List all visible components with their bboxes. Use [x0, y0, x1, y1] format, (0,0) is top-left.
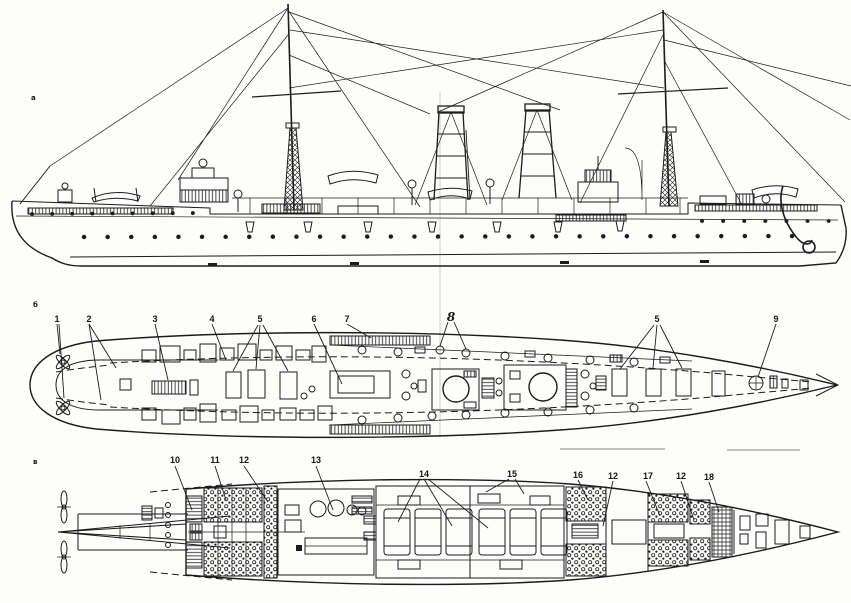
deck-plan-view	[29, 92, 840, 439]
winch-side-box	[189, 379, 199, 396]
porthole-row-main	[81, 233, 815, 240]
view-marker-b: б	[33, 301, 38, 309]
deckhouse	[329, 370, 391, 399]
skylight-group-aft	[225, 369, 316, 400]
hold-plan-view	[57, 448, 841, 586]
fittings-aft-of-casing	[580, 369, 607, 401]
ventilator-cowls	[233, 178, 495, 212]
forecastle-railing	[694, 204, 818, 212]
anchor	[780, 185, 816, 254]
fore-mast	[617, 9, 729, 207]
hull-plating-line	[69, 251, 837, 258]
side-elevation-view	[11, 3, 851, 267]
stern-gaff	[19, 165, 51, 205]
hull-outline	[11, 200, 847, 267]
boiler-room-winches	[481, 377, 503, 399]
forecastle-gear	[57, 182, 771, 215]
callout-7: 7	[344, 314, 349, 324]
hull-plating-marks	[208, 260, 709, 266]
chart-house	[577, 156, 619, 203]
forward-coal-bunker-1	[565, 486, 607, 577]
callout-14: 14	[419, 469, 429, 479]
callout-17: 17	[643, 471, 653, 481]
callout-5: 5	[257, 314, 262, 324]
aft-bridge	[179, 158, 229, 203]
deck-hatch-small	[119, 378, 132, 391]
callout-1: 1	[54, 314, 59, 324]
engine-room	[188, 488, 375, 576]
port-propeller	[57, 490, 71, 524]
capstan-winch	[151, 380, 187, 395]
callout-12: 12	[239, 455, 249, 465]
callout-10: 10	[170, 455, 180, 465]
aft-funnel-casing	[431, 368, 480, 411]
midship-fittings	[401, 369, 427, 401]
deck-outline	[29, 331, 838, 439]
aft-funnel	[414, 105, 488, 206]
davit-marks	[245, 220, 625, 233]
callout-3: 3	[152, 314, 157, 324]
bow-compartments	[733, 510, 839, 554]
callout-12b: 12	[608, 471, 618, 481]
starboard-propeller	[57, 540, 71, 574]
rigging-lines	[49, 7, 851, 208]
poop-railing	[27, 207, 174, 215]
cabin-row-top	[141, 343, 327, 363]
sheer-rail-line	[11, 200, 842, 215]
deck-plan-callouts: 1 2 3 4 5 6 7 8 5 9	[54, 310, 779, 401]
midship-railing	[555, 214, 627, 222]
callout-13: 13	[311, 455, 321, 465]
poop-deck-outline	[55, 359, 218, 411]
cabin-row-bottom	[141, 403, 333, 425]
boiler-rooms	[363, 485, 568, 579]
forward-coal-bunker-2	[647, 493, 689, 567]
stern-shaft-tail	[57, 483, 233, 581]
callout-11: 11	[210, 455, 220, 465]
gangway-hatch-bottom	[329, 424, 431, 435]
hold-plan-callouts: 10 11 12 13 14 15 16 12 17 12 18	[170, 455, 720, 529]
propeller-symbol-port	[55, 354, 71, 370]
callout-5b: 5	[654, 314, 659, 324]
view-marker-v: в	[33, 458, 38, 466]
fore-funnel	[501, 103, 573, 201]
scan-artifact-lines	[560, 448, 800, 451]
callout-12c: 12	[676, 471, 686, 481]
steering-gear	[141, 502, 171, 548]
boilers	[383, 508, 568, 556]
fore-funnel-casing	[503, 364, 578, 411]
bow-capstan	[748, 373, 840, 397]
view-marker-a: а	[31, 94, 36, 102]
vent-circles	[357, 345, 671, 425]
skylight-group-forward	[611, 368, 726, 397]
callout-2: 2	[86, 314, 91, 324]
transverse-bunker-mid	[605, 489, 649, 576]
aft-coal-bunkers	[203, 487, 263, 577]
callout-8: 8	[447, 310, 456, 324]
side-band-lines	[329, 344, 693, 426]
callout-9: 9	[773, 314, 778, 324]
callout-15: 15	[507, 469, 517, 479]
chain-locker	[711, 506, 733, 558]
gangway-hatch-top	[329, 335, 431, 346]
main-mast	[251, 3, 342, 211]
callout-6: 6	[311, 314, 316, 324]
callout-18: 18	[704, 472, 714, 482]
deck-shadow-line	[15, 215, 839, 221]
stores-cells	[185, 495, 203, 569]
callout-4: 4	[209, 314, 214, 324]
propeller-symbol-starboard	[55, 400, 71, 416]
transverse-bunker-fwd	[689, 499, 711, 561]
callout-16: 16	[573, 470, 583, 480]
